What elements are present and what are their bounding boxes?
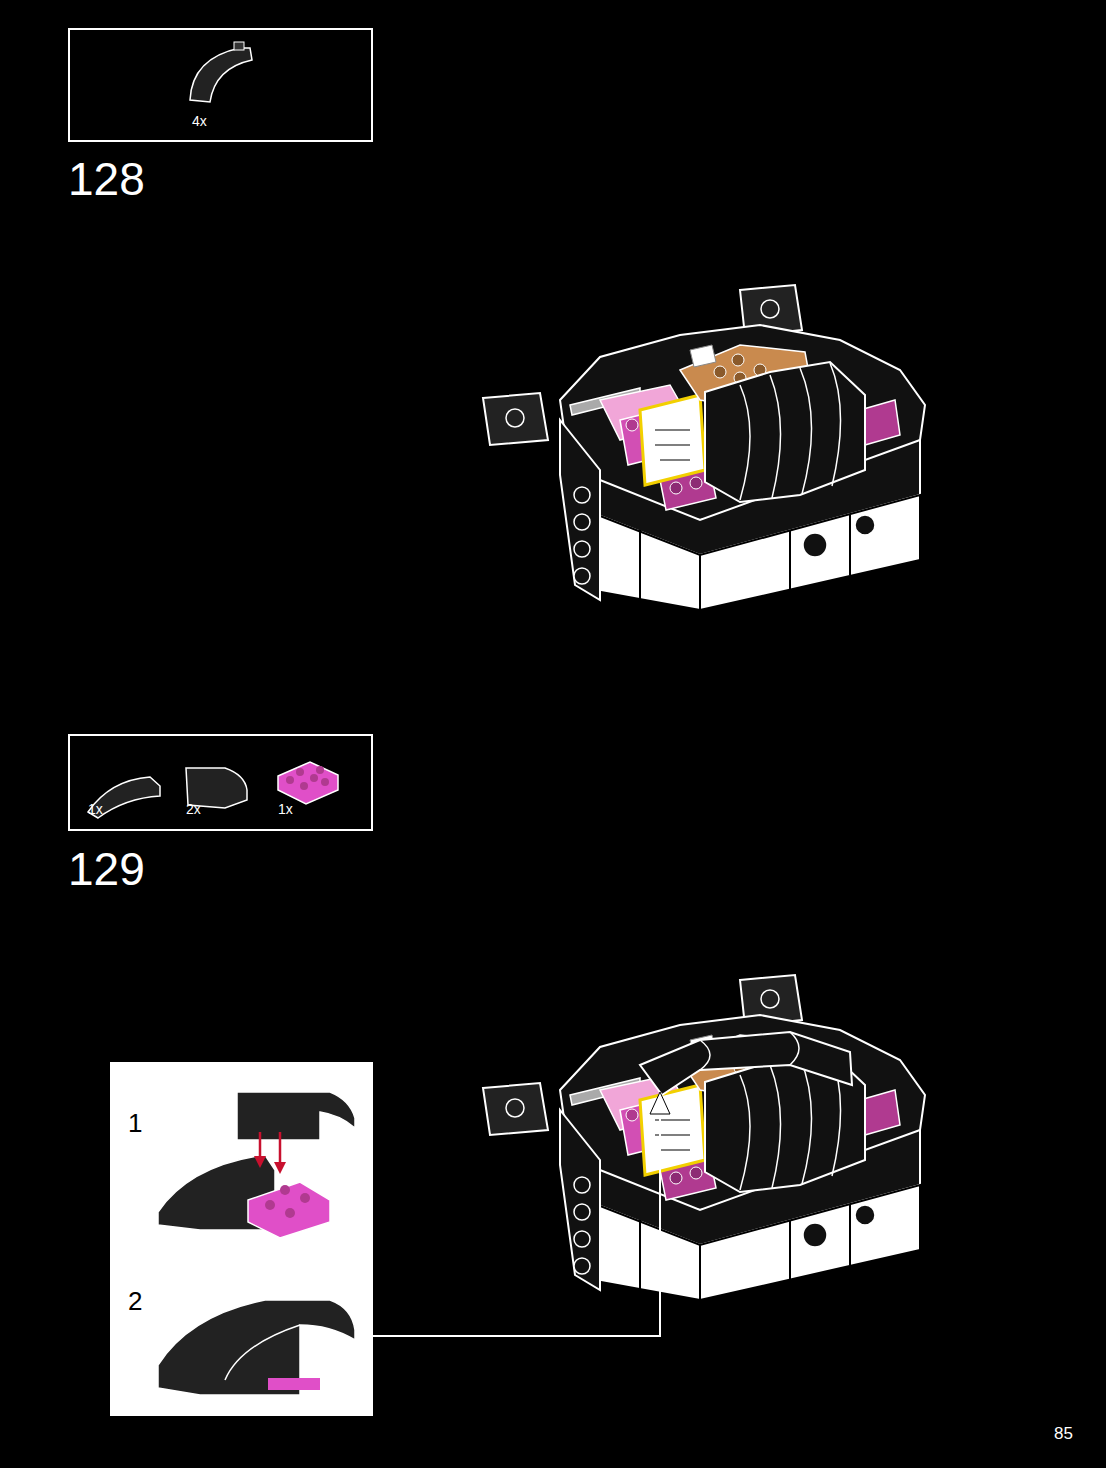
step-number: 129 — [68, 846, 145, 892]
parts-box: 1x 2x 1x — [68, 734, 373, 831]
part-quantity: 1x — [278, 802, 293, 816]
substep-number: 2 — [128, 1288, 142, 1314]
parts-box: 4x — [68, 28, 373, 142]
part-quantity: 2x — [186, 802, 201, 816]
part-quantity: 4x — [192, 114, 207, 128]
part-quantity: 1x — [88, 802, 103, 816]
substep-inset: 12 — [110, 1062, 373, 1416]
page-number: 85 — [1054, 1425, 1073, 1442]
step-number: 128 — [68, 156, 145, 202]
substep-number: 1 — [128, 1110, 142, 1136]
